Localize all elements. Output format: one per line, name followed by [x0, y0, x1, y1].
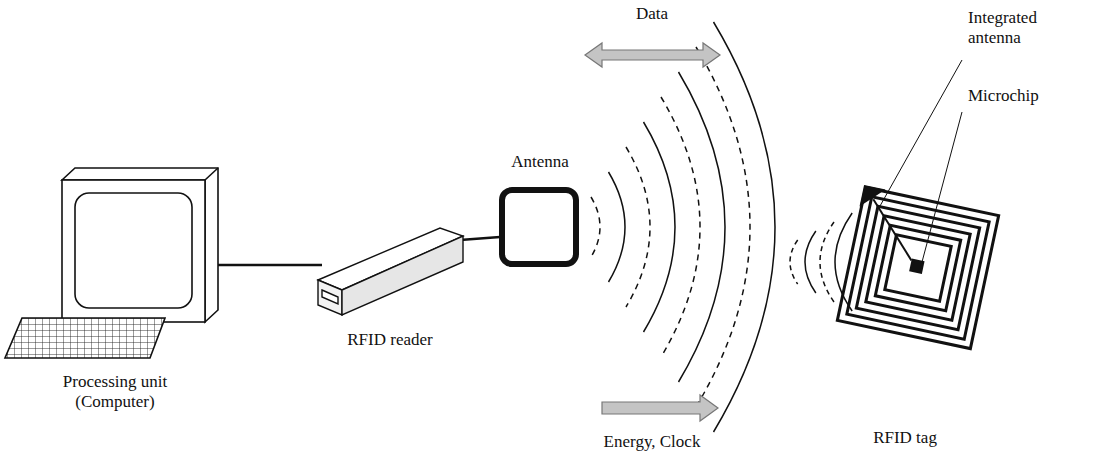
label-text: Data — [636, 4, 668, 24]
coil-winding — [866, 216, 970, 320]
label-text: Processing unit (Computer) — [40, 372, 190, 413]
wave-arc — [805, 231, 816, 293]
coil-winding — [847, 197, 989, 339]
wave-arc — [696, 47, 750, 407]
wave-arc — [790, 240, 798, 284]
wave-arc — [609, 172, 626, 282]
label-text: Antenna — [511, 152, 569, 172]
leader-line — [922, 112, 962, 262]
label-text: Energy, Clock — [604, 432, 701, 452]
wave-arc — [644, 122, 676, 332]
coil-winding — [856, 206, 979, 329]
wave-arc — [626, 147, 650, 307]
cable — [218, 264, 322, 267]
wave-arc — [820, 222, 834, 302]
leader-line — [880, 60, 962, 206]
label-text: RFID reader — [347, 330, 432, 350]
wave-arc — [661, 97, 700, 357]
coil-winding — [885, 235, 951, 301]
radio-waves — [591, 22, 852, 432]
wave-arc — [679, 72, 726, 382]
label-text: Microchip — [968, 86, 1039, 106]
energy-arrow — [602, 395, 718, 421]
wave-arc — [591, 197, 600, 257]
computer-icon — [5, 168, 218, 358]
rfid-tag-icon — [835, 185, 999, 349]
cable — [460, 237, 500, 240]
label-text: Integrated antenna — [968, 8, 1068, 49]
data-arrow — [585, 43, 720, 67]
wave-arc — [714, 22, 776, 432]
coil-winding — [837, 187, 998, 348]
antenna-loop — [502, 190, 576, 264]
coil-winding — [875, 225, 960, 310]
reader-icon — [318, 228, 463, 315]
label-text: RFID tag — [873, 428, 937, 448]
